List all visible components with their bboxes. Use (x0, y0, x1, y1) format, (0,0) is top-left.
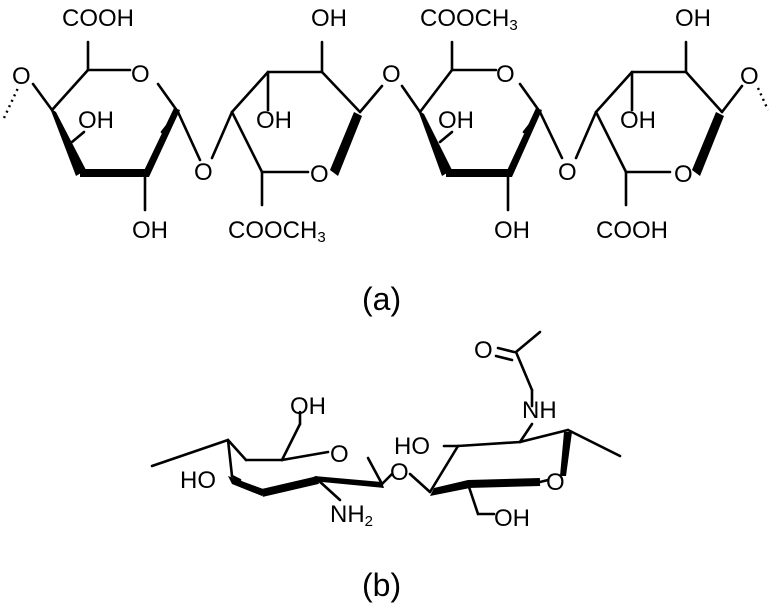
amine-label: NH2 (330, 501, 373, 530)
hydroxyl-label-4a: OH (675, 5, 711, 32)
hydroxyl-label-b-bottom: OH (494, 505, 530, 532)
glycosidic-oxygen-2: O (382, 61, 401, 88)
hydroxyl-label-1b: OH (132, 217, 168, 244)
ring-b-right (408, 330, 622, 516)
methyl-ester-label-3-main: COOCH (420, 5, 509, 32)
ring-oxygen-2: O (310, 161, 329, 188)
glycosidic-oxygen-3: O (558, 159, 577, 186)
hydroxyl-label-b-left: HO (180, 467, 216, 494)
methyl-ester-label-2-main: COOCH (228, 217, 317, 244)
ring-oxygen-4: O (674, 161, 693, 188)
ring-oxygen-1: O (131, 61, 150, 88)
ring-3 (400, 40, 564, 212)
ring-oxygen-b-right: O (546, 469, 565, 496)
ring-4 (574, 40, 744, 207)
amine-label-subscript: 2 (365, 513, 373, 530)
panel-a-caption: (a) (362, 281, 401, 317)
carboxyl-label-1: COOH (62, 5, 134, 32)
hydroxyl-label-3b: OH (494, 217, 530, 244)
methyl-ester-label-3-subscript: 3 (509, 17, 517, 34)
methyl-ester-label-3: COOCH3 (420, 5, 518, 34)
chain-end-oxygen-right: O (740, 63, 759, 90)
hydroxyl-label-3a: OH (438, 107, 474, 134)
hydroxyl-label-b-top: OH (290, 393, 326, 420)
glycosidic-oxygen-b: O (390, 459, 409, 486)
panel-a-structure: O COOH O OH OH O OH OH O COOCH3 O COOCH3… (2, 5, 770, 246)
hydroxyl-label-2a: OH (311, 5, 347, 32)
amine-label-main: NH (330, 501, 365, 528)
ring-oxygen-3: O (496, 61, 515, 88)
methyl-ester-label-2: COOCH3 (228, 217, 326, 246)
carboxyl-label-4: COOH (596, 217, 668, 244)
ring-oxygen-b-left: O (330, 441, 349, 468)
hydroxyl-label-1a: OH (78, 107, 114, 134)
ring-2 (210, 40, 384, 207)
hydroxyl-label-2b: OH (256, 107, 292, 134)
hydroxyl-label-b-mid: HO (394, 433, 430, 460)
hydroxyl-label-4b: OH (620, 107, 656, 134)
panel-b-caption: (b) (362, 567, 401, 603)
methyl-ester-label-2-subscript: 3 (317, 229, 325, 246)
ring-b-left (150, 410, 394, 502)
glycosidic-oxygen-1: O (194, 159, 213, 186)
chain-end-oxygen-left: O (12, 63, 31, 90)
acetamide-nh-label: NH (522, 397, 557, 424)
carbonyl-oxygen-label: O (474, 337, 493, 364)
panel-b-structure: OH O HO NH2 O HO NH O O OH (150, 330, 622, 532)
ring-1 (31, 40, 202, 212)
